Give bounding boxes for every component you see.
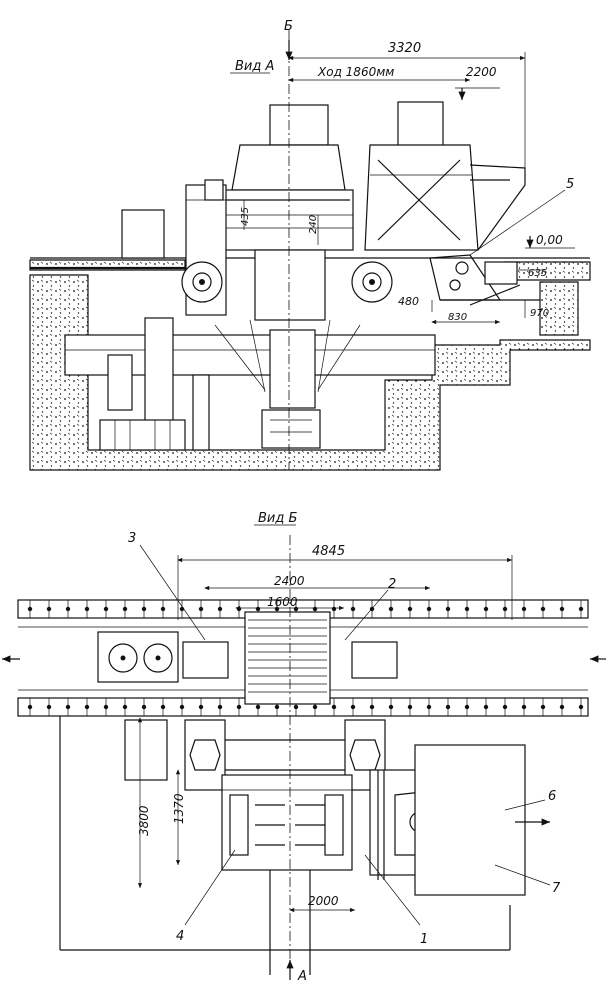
view-b-title: Вид Б [258,511,297,526]
dim-970: 970 [530,308,549,319]
dim-830: 830 [448,312,467,323]
press-body [185,104,354,321]
callout-4: 4 [176,929,184,944]
dim-height: 2200 [466,65,497,79]
section-mark-b: Б [284,19,293,34]
pit-cylinders [99,317,210,451]
dim-overall: 3320 [388,41,421,56]
dim-4845: 4845 [312,544,345,559]
dim-1370: 1370 [172,793,186,824]
view-b: Вид Б 4845 2400 1600 [2,511,606,984]
dim-435: 435 [240,207,251,226]
running-wheels [181,261,393,303]
dim-480: 480 [398,295,419,308]
level-zero: 0,00 [536,233,563,247]
dim-2400: 2400 [274,574,305,588]
callout-6: 6 [548,789,556,804]
callout-5: 5 [566,177,574,192]
dim-2000: 2000 [308,894,339,908]
dim-3800: 3800 [137,805,151,836]
dim-635: 635 [528,268,547,279]
right-trolley [364,101,540,306]
callout-3: 3 [128,531,136,546]
dim-stroke: Ход 1860мм [317,65,394,79]
transfer-unit [369,744,526,896]
callout-1: 1 [420,932,428,947]
view-a-title: Вид А [235,59,274,74]
dim-1600: 1600 [267,595,298,609]
view-a: Б 3320 Ход 1860мм 2200 Вид А 435 240 0,0… [29,19,591,471]
callout-2: 2 [388,577,396,592]
callout-7: 7 [552,881,561,896]
mold-stack [244,611,331,705]
dim-240: 240 [308,215,319,234]
section-mark-a: A [297,969,307,984]
